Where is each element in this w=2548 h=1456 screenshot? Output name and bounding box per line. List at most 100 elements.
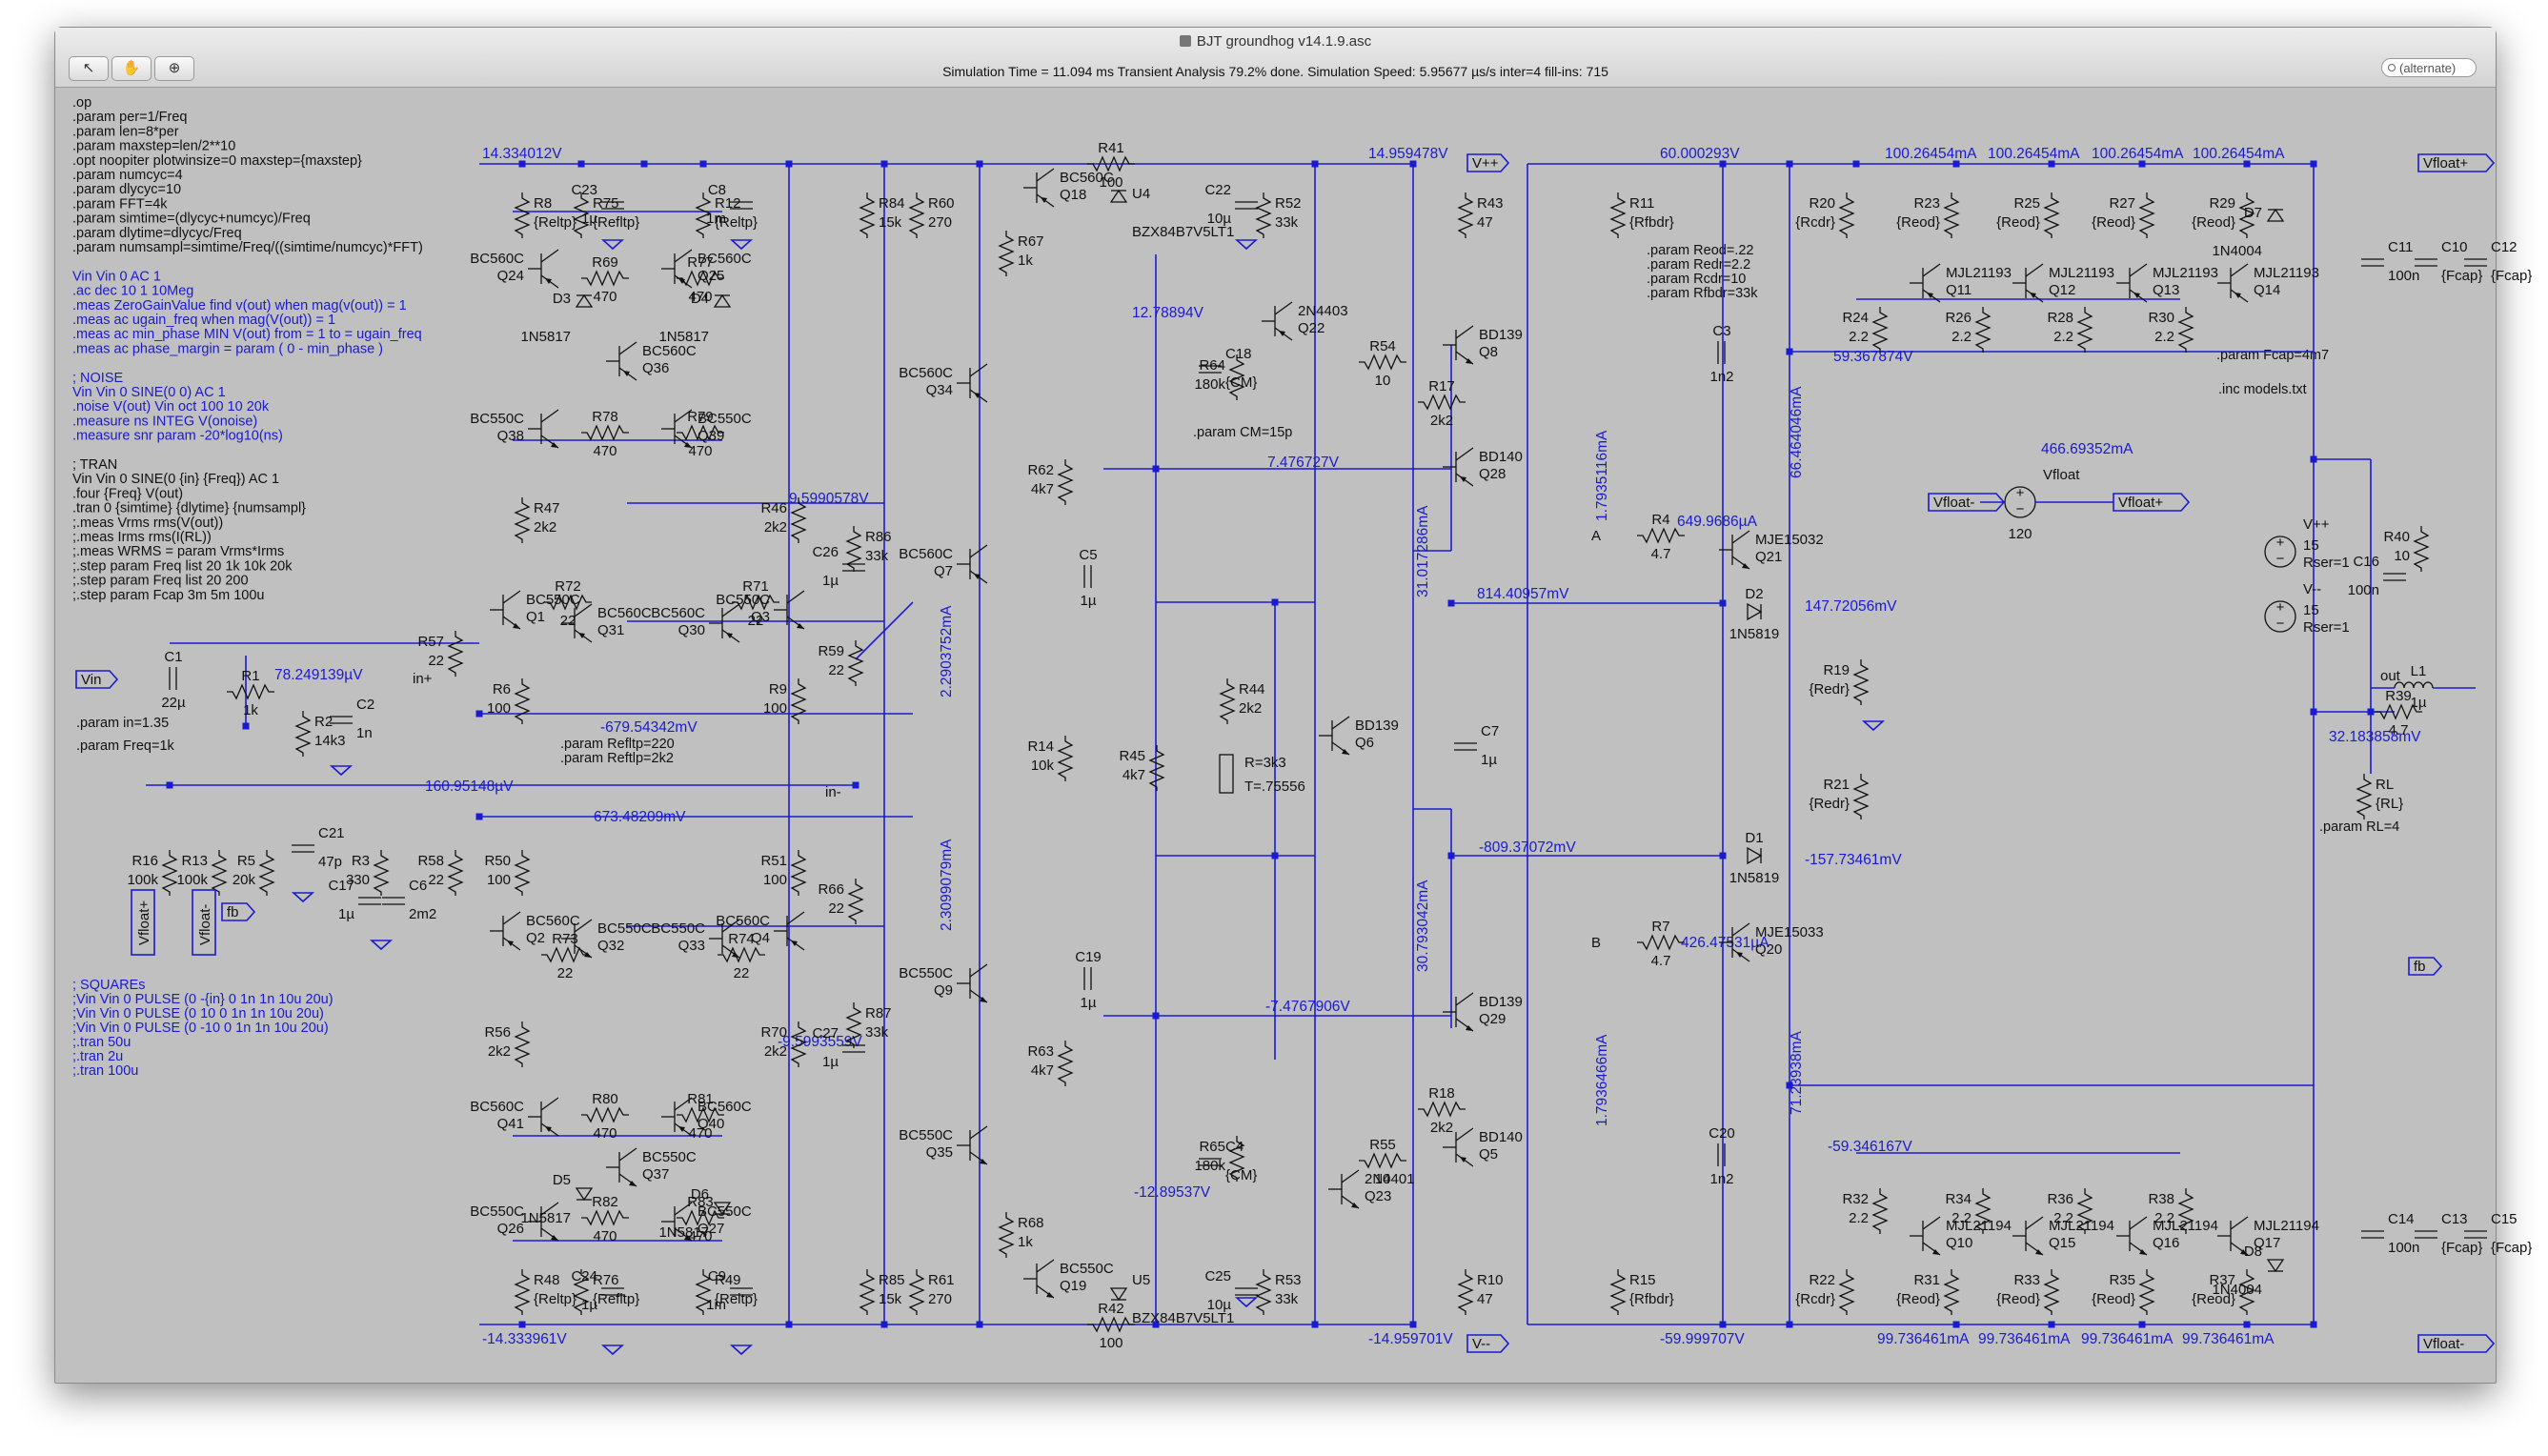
resistor-r25[interactable]: R25{Reod}: [1996, 192, 2060, 238]
resistor-r21[interactable]: R21{Redr}: [1809, 774, 1870, 819]
resistor-r12[interactable]: R12{Reltp}: [695, 192, 758, 238]
flag-vpp[interactable]: V++: [1466, 153, 1510, 172]
capacitor-c15[interactable]: C15{Fcap}: [2464, 1211, 2532, 1256]
flag-fb-input[interactable]: fb: [221, 902, 256, 921]
capacitor-c18[interactable]: C18{CM}: [1199, 346, 1257, 391]
schematic-svg[interactable]: .op.param per=1/Freq.param len=8*per.par…: [55, 88, 2532, 1383]
square-directives[interactable]: ; SQUAREs;Vin Vin 0 PULSE (0 -{in} 0 1n …: [72, 978, 334, 1079]
flag-vfloat-minus[interactable]: Vfloat-: [2417, 1334, 2496, 1353]
flag-vfloat-minus-src[interactable]: Vfloat-: [1928, 493, 2006, 512]
resistor-r76[interactable]: R76{Refltp}: [573, 1269, 639, 1315]
capacitor-c4[interactable]: C4{CM}: [1199, 1139, 1257, 1183]
flag-vfloat-plus[interactable]: Vfloat+: [2417, 153, 2496, 172]
resistor-r19[interactable]: R19{Redr}: [1809, 659, 1870, 705]
flag-vin[interactable]: Vin: [75, 670, 119, 689]
resistor-r27[interactable]: R27{Reod}: [2092, 192, 2155, 238]
resistor-r48[interactable]: R48{Reltp}: [514, 1269, 576, 1315]
resistor-r11[interactable]: R11{Rfbdr}: [1609, 192, 1674, 238]
resistor-r31[interactable]: R31{Reod}: [1896, 1269, 1960, 1315]
resistor-r29[interactable]: R29{Reod}: [2192, 192, 2255, 238]
capacitor-c13[interactable]: C13{Fcap}: [2415, 1211, 2482, 1256]
capacitor-c12[interactable]: C12{Fcap}: [2464, 239, 2532, 284]
hand-tool-button[interactable]: ✋: [111, 56, 152, 81]
resistor-r37[interactable]: R37{Reod}: [2192, 1269, 2255, 1315]
resistor-r22[interactable]: R22{Rcdr}: [1795, 1269, 1855, 1315]
